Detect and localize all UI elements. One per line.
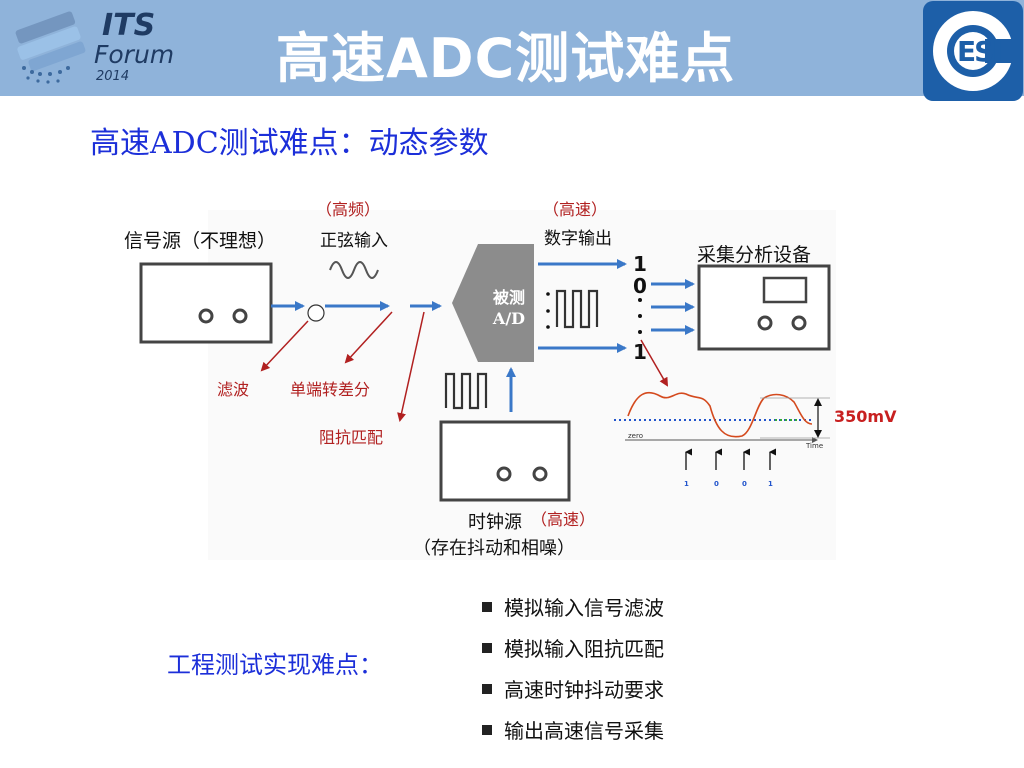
- adc-block: [452, 244, 534, 362]
- list-item-text: 模拟输入阻抗匹配: [504, 637, 664, 661]
- impedance-pointer: [397, 311, 425, 422]
- diagram-graphics: [139, 210, 836, 560]
- bit-second: 0: [633, 274, 647, 298]
- esi-ring-icon: [933, 11, 1013, 91]
- clock-wave-icon: [444, 372, 488, 410]
- filter-node-icon: [307, 304, 325, 322]
- clock-source-label: 时钟源: [468, 512, 522, 533]
- signal-source-label: 信号源（不理想）: [124, 230, 277, 252]
- impedance-match-label: 阻抗匹配: [319, 428, 384, 447]
- header-band: ITS Forum 2014 高速ADC测试难点 ESI: [0, 0, 1024, 101]
- bullet-square-icon: [482, 683, 492, 694]
- clock-tag: （高速）: [531, 510, 596, 529]
- waveform-zero-label: zero: [628, 432, 643, 440]
- slide-title: 高速ADC测试难点: [276, 27, 736, 90]
- waveform-bit-3: 0: [742, 480, 747, 488]
- list-item-text: 输出高速信号采集: [504, 719, 664, 743]
- clock-note: （存在抖动和相噪）: [413, 538, 575, 559]
- list-item-text: 高速时钟抖动要求: [504, 678, 664, 702]
- esi-logo: ESI: [923, 1, 1023, 101]
- capture-device-box: [697, 264, 831, 351]
- engineering-difficulties-label: 工程测试实现难点：: [167, 651, 383, 679]
- logo-year-text: 2014: [96, 69, 130, 84]
- filter-pointer: [260, 320, 309, 372]
- signal-source-box: [139, 262, 273, 344]
- sine-wave-icon: [329, 261, 379, 279]
- waveform-bit-1: 1: [684, 480, 689, 488]
- bit-lsb: 1: [633, 340, 647, 364]
- bullet-square-icon: [482, 724, 492, 735]
- waveform-bit-2: 0: [714, 480, 719, 488]
- list-item: 高速时钟抖动要求: [482, 668, 664, 709]
- adc-test-diagram: 信号源（不理想） （高频） 正弦输入 滤波 单端转差分 阻抗匹配 被测 A/D …: [0, 180, 1024, 580]
- bullet-square-icon: [482, 601, 492, 612]
- list-item: 模拟输入信号滤波: [482, 586, 664, 627]
- bit-msb: 1: [633, 252, 647, 276]
- sine-input-label: 正弦输入: [320, 231, 388, 251]
- digital-wave-icon: [555, 289, 599, 329]
- output-waveform-inset: [614, 391, 830, 470]
- waveform-time-label: Time: [806, 442, 824, 450]
- difficulty-list: 模拟输入信号滤波 模拟输入阻抗匹配 高速时钟抖动要求 输出高速信号采集: [482, 586, 664, 750]
- capture-device-label: 采集分析设备: [697, 244, 812, 266]
- waveform-bit-4: 1: [768, 480, 773, 488]
- bullet-square-icon: [482, 642, 492, 653]
- digital-tag: （高速）: [543, 200, 608, 219]
- its-forum-logo-graphic: [15, 11, 86, 84]
- adc-label-top: 被测: [492, 288, 525, 307]
- page-subtitle: 高速ADC测试难点：动态参数: [90, 126, 489, 161]
- esi-logo-text: ESI: [957, 35, 1003, 68]
- diff-pointer: [344, 311, 393, 364]
- sine-tag: （高频）: [316, 200, 381, 219]
- list-item: 输出高速信号采集: [482, 709, 664, 750]
- its-forum-logo: ITS Forum 2014: [10, 6, 190, 90]
- amplitude-label: 350mV: [834, 407, 897, 426]
- list-item-text: 模拟输入信号滤波: [504, 596, 664, 620]
- clock-source-box: [439, 420, 571, 502]
- diff-conversion-label: 单端转差分: [290, 380, 371, 399]
- list-item: 模拟输入阻抗匹配: [482, 627, 664, 668]
- filter-label: 滤波: [217, 380, 250, 399]
- adc-label-bottom: A/D: [492, 309, 526, 328]
- digital-output-label: 数字输出: [544, 229, 612, 249]
- logo-forum-text: Forum: [94, 40, 175, 69]
- logo-its-text: ITS: [102, 8, 156, 43]
- waveform-pointer: [640, 339, 669, 387]
